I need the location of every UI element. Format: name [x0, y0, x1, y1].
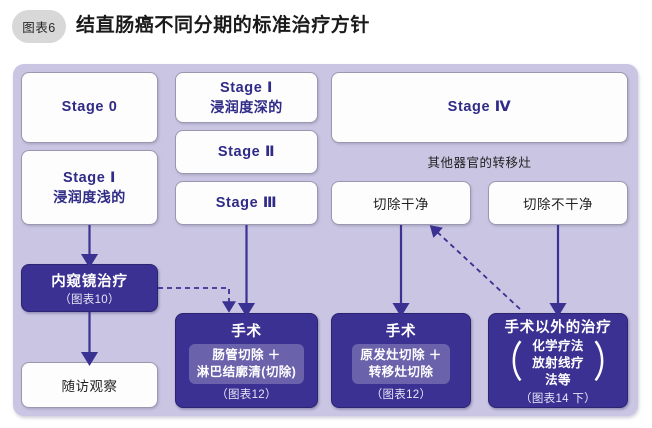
stage0-label: Stage 0 [61, 99, 118, 115]
stage-box-stage1-shallow: Stage Ⅰ 浸润度浅的 [21, 150, 158, 225]
resectable-label: 切除干净 [373, 197, 429, 212]
stage-box-stage0: Stage 0 [21, 72, 158, 143]
stage1-shallow-line2: 浸润度浅的 [53, 188, 126, 205]
stage-box-stage2: Stage Ⅱ [175, 130, 318, 174]
figure-badge: 图表6 [12, 10, 66, 43]
metastasis-box-resectable: 切除干净 [331, 181, 471, 225]
endoscopic-note: （图表10） [59, 293, 120, 306]
stage-box-stage3: Stage Ⅲ [175, 181, 318, 225]
treatment-box-surgery-primary: 手术 肠管切除 ＋ 淋巴结廓清(切除) （图表12） [175, 313, 318, 408]
surgery-metastasis-detail: 原发灶切除 ＋ 转移灶切除 [352, 343, 450, 384]
treatment-box-followup: 随访观察 [21, 362, 158, 408]
paren-open: （ [489, 339, 523, 387]
stage-box-stage4: Stage Ⅳ [331, 72, 628, 143]
page-title: 结直肠癌不同分期的标准治疗方针 [76, 15, 371, 36]
treatment-box-non-surgical: 手术以外的治疗 （ 化学疗法 放射线疗法等 ） （图表14 下） [488, 313, 628, 408]
stage1-shallow-line1: Stage Ⅰ [62, 169, 117, 186]
header: 图表6 结直肠癌不同分期的标准治疗方针 [0, 0, 652, 52]
stage-box-stage1-deep: Stage Ⅰ 浸润度深的 [175, 72, 318, 123]
surgery-metastasis-title: 手术 [385, 323, 417, 340]
non-surgical-detail: 化学疗法 放射线疗法等 [532, 338, 584, 387]
surgery-metastasis-note: （图表12） [370, 388, 432, 401]
non-surgical-note: （图表14 下） [520, 392, 596, 405]
endoscopic-title: 内窥镜治疗 [51, 273, 128, 290]
treatment-box-endoscopic: 内窥镜治疗 （图表10） [21, 264, 158, 312]
surgery-primary-detail: 肠管切除 ＋ 淋巴结廓清(切除) [188, 343, 305, 384]
surgery-primary-title: 手术 [231, 323, 262, 340]
followup-label: 随访观察 [61, 379, 118, 394]
metastasis-box-unresectable: 切除不干净 [488, 181, 628, 225]
stage3-label: Stage Ⅲ [215, 194, 278, 211]
paren-close: ） [593, 339, 627, 387]
stage4-label: Stage Ⅳ [447, 99, 512, 115]
surgery-primary-note: （图表12） [216, 388, 277, 401]
unresectable-label: 切除不干净 [523, 197, 593, 212]
stage1-deep-line1: Stage Ⅰ [219, 79, 274, 96]
non-surgical-detail-group: （ 化学疗法 放射线疗法等 ） [489, 338, 627, 389]
metastasis-caption: 其他器官的转移灶 [427, 156, 532, 170]
treatment-box-surgery-metastasis: 手术 原发灶切除 ＋ 转移灶切除 （图表12） [331, 313, 471, 408]
non-surgical-title: 手术以外的治疗 [504, 319, 612, 336]
stage2-label: Stage Ⅱ [217, 143, 276, 160]
stage1-deep-line2: 浸润度深的 [210, 98, 283, 115]
